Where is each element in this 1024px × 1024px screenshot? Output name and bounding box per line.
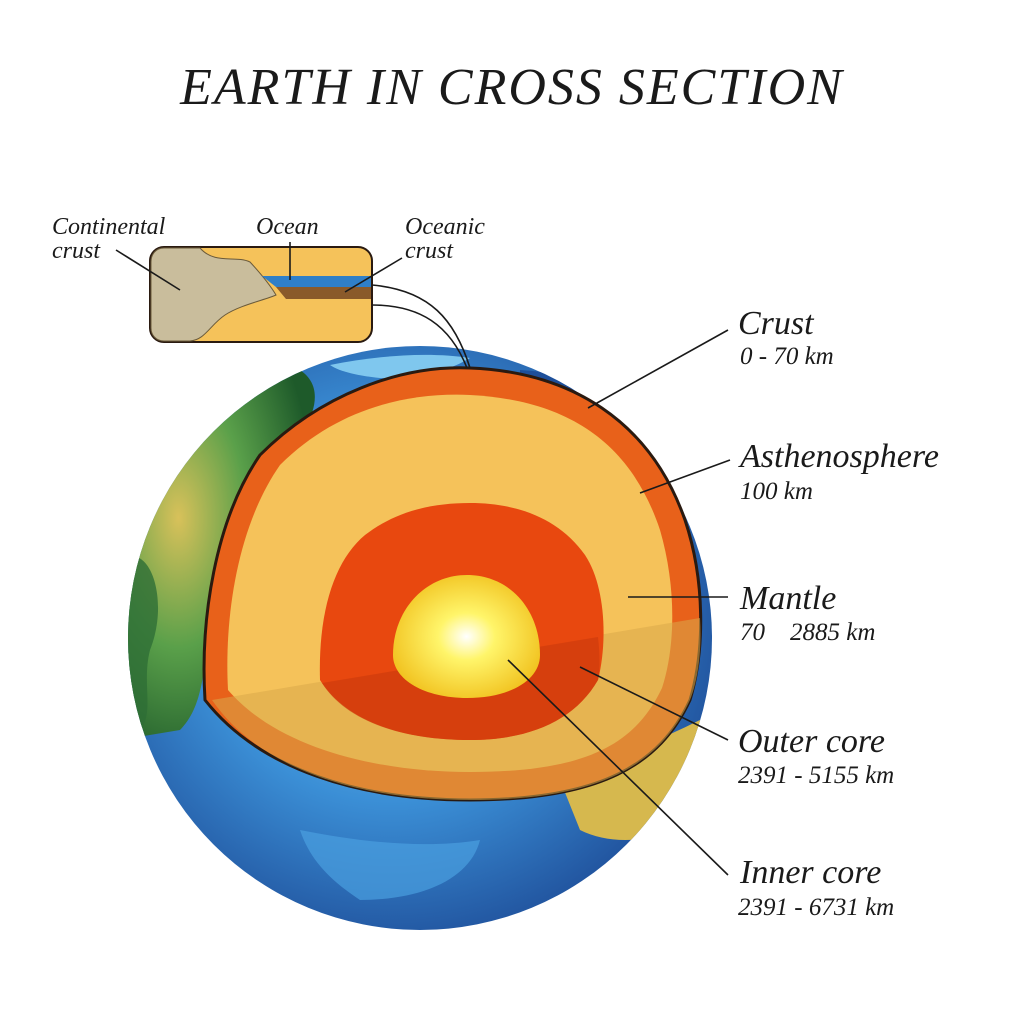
oceanic-label-line2: crust [405, 238, 454, 264]
oceanic-crust-inset [276, 287, 371, 299]
mantle-range: 70 2885 km [740, 619, 875, 646]
asthenosphere-label: Asthenosphere [738, 438, 939, 475]
cross-section [202, 366, 703, 802]
asthenosphere-range: 100 km [740, 478, 813, 505]
outer-core-range: 2391 - 5155 km [738, 762, 894, 789]
ocean-label: Ocean [256, 214, 319, 240]
mantle-label: Mantle [739, 580, 836, 617]
inner-core-range: 2391 - 6731 km [738, 894, 894, 921]
continental-label-line2: crust [52, 238, 101, 264]
inset-labels: Continental crust Ocean Oceanic crust [52, 214, 485, 293]
inner-core-leader [507, 659, 729, 876]
continental-label-line1: Continental [52, 214, 166, 240]
crust-range: 0 - 70 km [740, 343, 834, 370]
crust-inset [149, 246, 471, 369]
continental-crust-shape [150, 247, 277, 342]
outer-core-leader [579, 666, 729, 741]
crust-leader [587, 329, 729, 409]
crust-label: Crust [738, 305, 815, 342]
oceanic-label-line1: Oceanic [405, 214, 485, 240]
diagram-title: EARTH IN CROSS SECTION [180, 59, 844, 116]
layer-labels: Crust 0 - 70 km Asthenosphere 100 km Man… [507, 305, 939, 921]
inner-core-layer [393, 575, 540, 698]
asthenosphere-leader [639, 459, 731, 494]
inner-core-label: Inner core [739, 854, 881, 891]
outer-core-label: Outer core [738, 723, 885, 760]
